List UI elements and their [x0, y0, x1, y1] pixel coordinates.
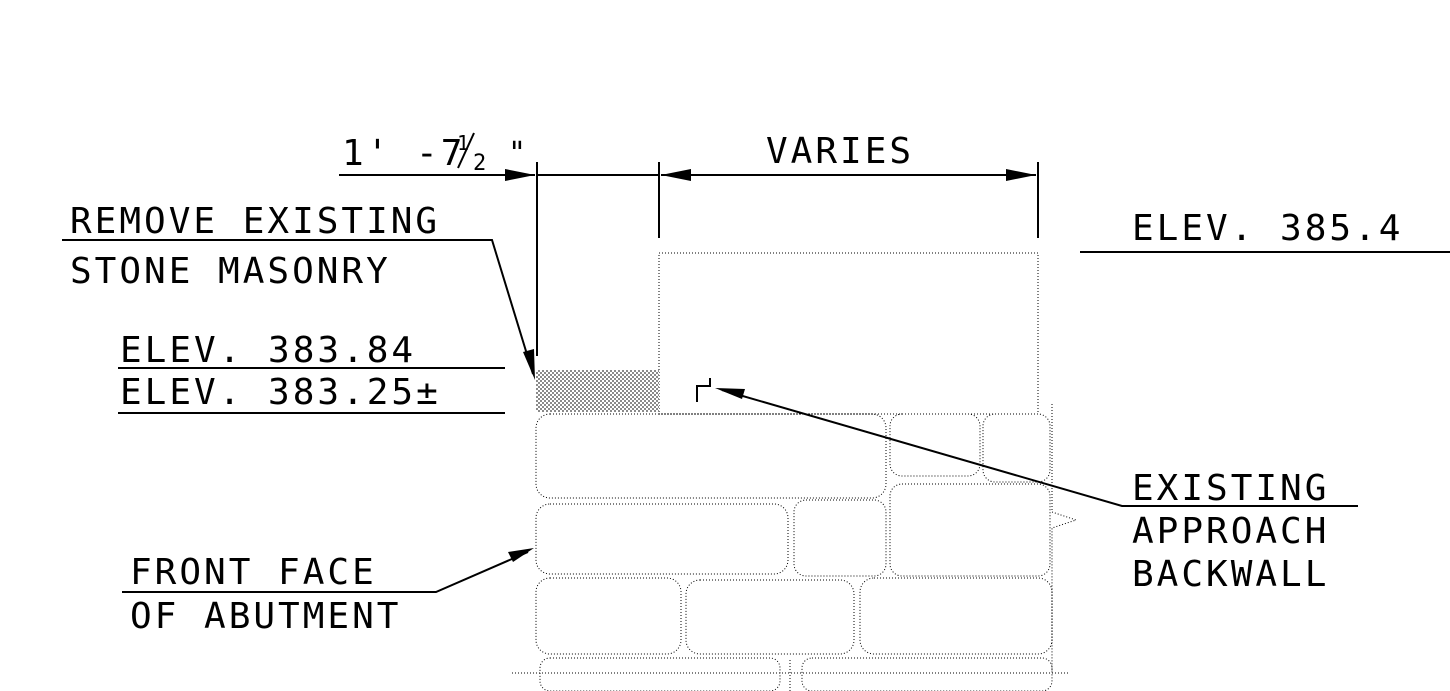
- abutment-back-line: [1051, 404, 1078, 672]
- stone: [685, 579, 855, 655]
- dimension-left-arrowhead: [505, 169, 535, 181]
- dimension-varies-arrowhead-left: [661, 169, 691, 181]
- remove-masonry-arrowhead: [523, 349, 535, 380]
- stone: [539, 657, 781, 691]
- backwall-line2: APPROACH: [1132, 511, 1329, 552]
- abutment-stones: [512, 404, 1078, 691]
- callout-remove-masonry: REMOVE EXISTING STONE MASONRY: [62, 201, 535, 380]
- stone: [982, 413, 1051, 483]
- callout-elevations-left: ELEV. 383.84 ELEV. 383.25±: [118, 330, 505, 414]
- backwall-arrowhead: [715, 388, 745, 399]
- dimension-varies: VARIES: [661, 131, 1036, 181]
- dimension-varies-label: VARIES: [766, 131, 914, 172]
- stone: [801, 657, 1053, 691]
- front-face-line1: FRONT FACE: [130, 552, 377, 593]
- stone: [859, 577, 1053, 655]
- dimension-left-fraction-bar: [457, 132, 475, 169]
- dimension-left-inch-mark: ": [508, 136, 529, 171]
- remove-masonry-line2: STONE MASONRY: [70, 251, 391, 292]
- dimension-left-fraction-denominator: 2: [473, 151, 489, 176]
- dimension-varies-arrowhead-right: [1006, 169, 1036, 181]
- callout-front-face: FRONT FACE OF ABUTMENT: [122, 548, 534, 637]
- stone: [889, 413, 981, 477]
- remove-masonry-line1: REMOVE EXISTING: [70, 201, 440, 242]
- stone: [535, 503, 789, 575]
- front-face-leader: [122, 551, 529, 593]
- front-face-arrowhead: [508, 548, 534, 562]
- elevation-bottom-label: ELEV. 383.25±: [120, 372, 441, 413]
- backwall-line1: EXISTING: [1132, 468, 1329, 509]
- stone: [793, 499, 887, 577]
- removed-masonry-hatch: [536, 370, 659, 412]
- elevation-top-label: ELEV. 383.84: [120, 330, 416, 371]
- backwall-line3: BACKWALL: [1132, 554, 1329, 595]
- remove-masonry-leader: [62, 239, 534, 375]
- stone: [535, 413, 887, 499]
- stone: [889, 483, 1051, 577]
- callout-approach-backwall: EXISTING APPROACH BACKWALL: [715, 388, 1358, 595]
- backwall-leader: [721, 389, 1358, 507]
- front-face-line2: OF ABUTMENT: [130, 596, 401, 637]
- backwall-outline: [658, 252, 1039, 415]
- stone: [535, 577, 682, 655]
- elevation-right-label: ELEV. 385.4: [1132, 208, 1403, 249]
- dimension-left-feet: 1' -7: [342, 133, 465, 174]
- backwall-tick-mark: [696, 378, 711, 402]
- callout-elevation-right: ELEV. 385.4: [1080, 208, 1450, 253]
- dimension-left: 1' -7 1 2 ": [339, 131, 535, 181]
